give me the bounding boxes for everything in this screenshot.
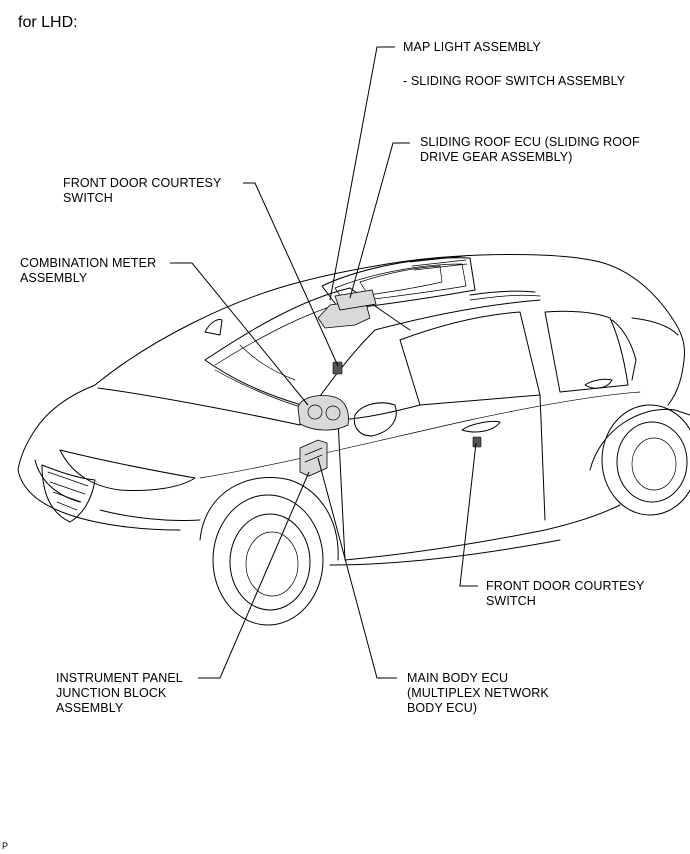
front-door-courtesy-switch-part xyxy=(332,361,343,375)
instrument-panel-junction-block-part xyxy=(299,439,328,477)
label-sliding-roof-ecu: SLIDING ROOF ECU (SLIDING ROOF DRIVE GEA… xyxy=(420,135,640,164)
diagram-heading: for LHD: xyxy=(18,14,78,31)
label-main-body-ecu: MAIN BODY ECU (MULTIPLEX NETWORK BODY EC… xyxy=(407,671,549,715)
label-front-door-courtesy-switch-bottom: FRONT DOOR COURTESY SWITCH xyxy=(486,579,645,608)
label-map-light-assembly: MAP LIGHT ASSEMBLY xyxy=(403,40,541,54)
leader-front-door-courtesy-bottom xyxy=(459,442,478,587)
leader-lines xyxy=(170,46,478,679)
label-instrument-panel-junction-block: INSTRUMENT PANEL JUNCTION BLOCK ASSEMBLY xyxy=(56,671,183,715)
rear-door-courtesy-switch-part xyxy=(472,436,482,448)
leader-combination-meter xyxy=(170,262,309,406)
leader-front-door-courtesy-top xyxy=(243,182,339,367)
label-front-door-courtesy-switch-top: FRONT DOOR COURTESY SWITCH xyxy=(63,176,222,205)
leader-instrument-panel xyxy=(198,471,310,679)
label-sliding-roof-switch-assembly: - SLIDING ROOF SWITCH ASSEMBLY xyxy=(403,74,626,88)
label-combination-meter-assembly: COMBINATION METER ASSEMBLY xyxy=(20,256,157,285)
sliding-roof-ecu-part xyxy=(334,289,377,311)
leader-map-light xyxy=(329,46,395,301)
footer-code: P xyxy=(2,841,9,851)
leader-main-body-ecu xyxy=(317,457,397,679)
leader-sliding-roof-ecu xyxy=(349,142,410,299)
combination-meter-part xyxy=(297,395,349,431)
